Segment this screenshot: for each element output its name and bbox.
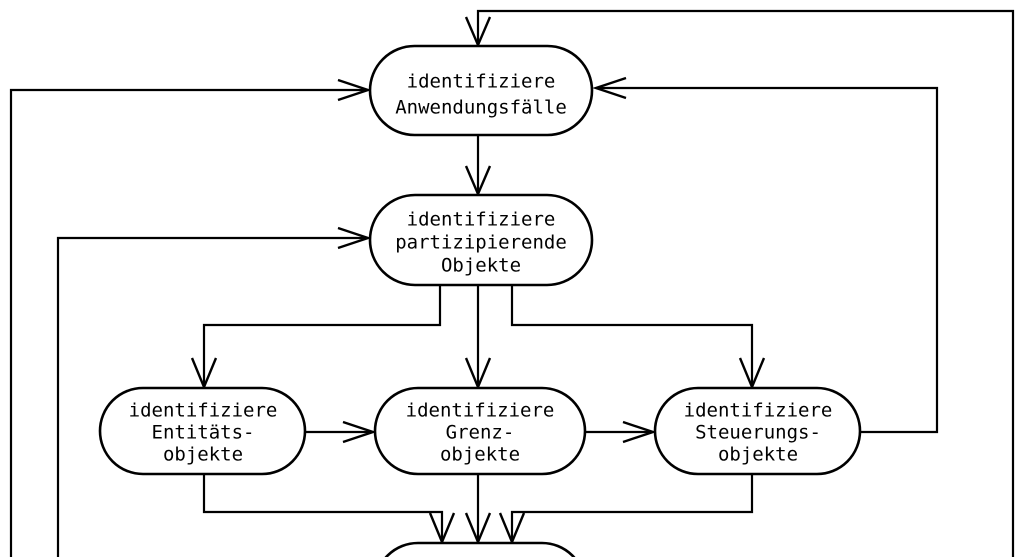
edge-control-return-to-use-cases bbox=[592, 76, 939, 434]
node-boundary-objects-line3: objekte bbox=[440, 444, 520, 466]
edge-left-return-to-participating bbox=[56, 226, 372, 557]
edge-use-cases-to-participating bbox=[464, 135, 492, 198]
node-use-cases[interactable]: identifiziere Anwendungsfälle bbox=[368, 44, 594, 137]
node-layer: identifiziere Anwendungsfälle identifizi… bbox=[98, 44, 862, 557]
node-participating-objects-shape bbox=[368, 193, 594, 287]
edge-control-to-bottom bbox=[498, 474, 754, 546]
edge-entity-to-bottom bbox=[202, 474, 456, 546]
node-entity-objects-line3: objekte bbox=[163, 444, 243, 466]
node-boundary-objects[interactable]: identifiziere Grenz- objekte bbox=[373, 386, 587, 476]
node-control-objects-line2: Steuerungs- bbox=[695, 422, 821, 444]
node-bottom-cropped[interactable] bbox=[375, 541, 585, 557]
edge-participating-to-control bbox=[510, 285, 766, 391]
node-entity-objects-line2: Entitäts- bbox=[152, 422, 255, 444]
node-boundary-objects-line2: Grenz- bbox=[446, 422, 515, 444]
node-participating-objects-line2: partizipierende bbox=[395, 232, 567, 254]
edge-participating-to-entity bbox=[190, 285, 442, 391]
edge-participating-to-boundary bbox=[464, 285, 492, 391]
node-entity-objects-line1: identifiziere bbox=[129, 400, 278, 422]
node-use-cases-line1: identifiziere bbox=[407, 71, 556, 93]
node-control-objects[interactable]: identifiziere Steuerungs- objekte bbox=[653, 386, 862, 476]
node-boundary-objects-shape bbox=[373, 386, 587, 476]
edge-entity-to-boundary bbox=[305, 420, 377, 444]
node-participating-objects[interactable]: identifiziere partizipierende Objekte bbox=[368, 193, 594, 287]
node-participating-objects-line3: Objekte bbox=[441, 255, 521, 277]
node-entity-objects-shape bbox=[98, 386, 307, 476]
node-control-objects-shape bbox=[653, 386, 862, 476]
node-use-cases-shape bbox=[368, 44, 594, 137]
node-boundary-objects-line1: identifiziere bbox=[406, 400, 555, 422]
node-participating-objects-line1: identifiziere bbox=[407, 209, 556, 231]
edge-layer bbox=[9, 9, 1015, 557]
edge-boundary-to-control bbox=[585, 420, 657, 444]
edge-boundary-to-bottom bbox=[464, 474, 492, 546]
node-bottom-cropped-shape bbox=[384, 541, 576, 557]
node-control-objects-line1: identifiziere bbox=[684, 400, 833, 422]
node-entity-objects[interactable]: identifiziere Entitäts- objekte bbox=[98, 386, 307, 476]
node-use-cases-line2: Anwendungsfälle bbox=[395, 97, 567, 119]
edge-left-return-to-use-cases bbox=[9, 78, 372, 557]
node-control-objects-line3: objekte bbox=[718, 444, 798, 466]
